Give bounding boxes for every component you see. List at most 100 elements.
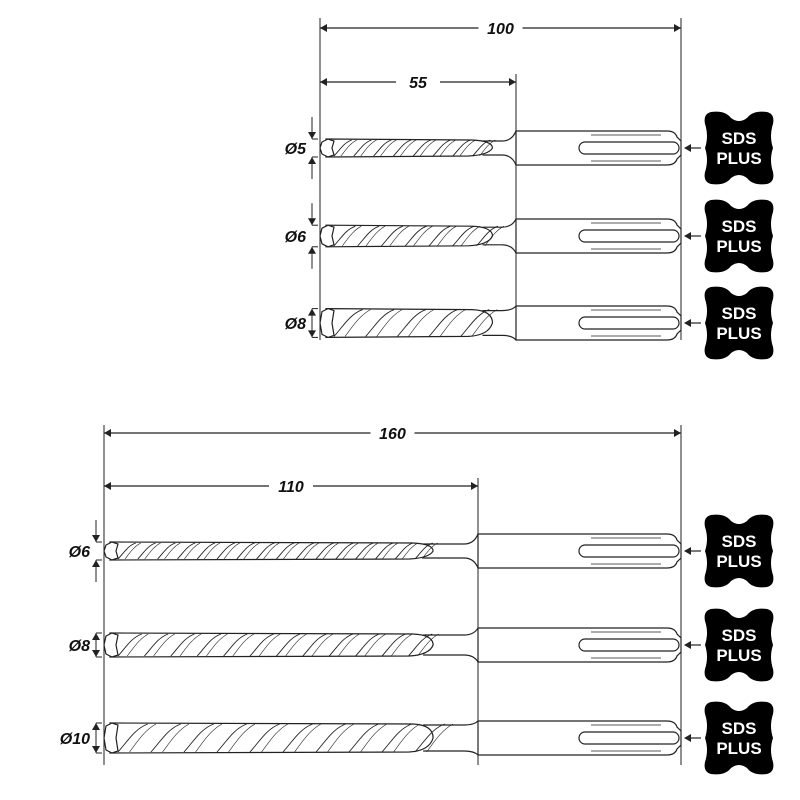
flute-spiral <box>129 723 157 753</box>
flute-spiral <box>153 633 175 657</box>
diameter-label: Ø8 <box>285 316 306 333</box>
flute-spiral <box>283 542 300 560</box>
dimension-label: 110 <box>278 479 304 496</box>
diameter-label: Ø8 <box>69 638 90 655</box>
carbide-tip <box>103 632 119 658</box>
sds-plus-badge-shape <box>704 608 774 682</box>
flute-spiral <box>376 309 403 337</box>
drill-flute <box>325 307 494 339</box>
flute-spiral <box>285 633 307 657</box>
flute-spiral <box>365 225 386 246</box>
arrowhead <box>684 641 691 649</box>
drill-neck <box>482 305 517 341</box>
diameter-label: Ø10 <box>60 731 90 748</box>
arrowhead <box>320 24 327 32</box>
drill-flute <box>109 541 434 561</box>
carbide-tip <box>319 224 335 248</box>
flute-spiral <box>421 542 438 560</box>
flute-spiral <box>419 139 437 157</box>
flute-spiral <box>311 633 334 657</box>
arrowhead <box>308 132 316 139</box>
flute-spiral <box>328 633 354 657</box>
flute-spiral <box>452 225 475 247</box>
flute-spiral <box>397 309 427 337</box>
arrowhead <box>92 633 100 640</box>
flute-spiral <box>335 542 354 560</box>
flute-spiral <box>381 633 406 657</box>
flute-spiral <box>223 542 240 560</box>
flute-spiral <box>439 139 456 157</box>
arrowhead <box>509 78 516 86</box>
flute-spiral <box>413 225 433 246</box>
flute-spiral <box>183 723 214 753</box>
flute-spiral <box>389 225 409 246</box>
shank-slot <box>578 638 680 652</box>
arrowhead <box>684 734 691 742</box>
drill-neck <box>423 720 479 756</box>
flute-spiral <box>360 139 377 157</box>
arrowhead <box>104 482 111 490</box>
flute-spiral <box>333 225 356 247</box>
badge-text-sds: SDS <box>722 719 757 738</box>
flute-spiral <box>302 633 327 657</box>
flute-spiral <box>364 633 387 657</box>
flute-spiral <box>432 139 451 157</box>
flute-spiral <box>333 139 352 157</box>
flute-spiral <box>259 633 281 657</box>
arrowhead <box>684 232 691 240</box>
drill-neck <box>423 533 479 569</box>
flute-spiral <box>206 633 228 657</box>
flute-spiral <box>333 309 363 337</box>
badge-text-sds: SDS <box>722 217 757 236</box>
badge-text-sds: SDS <box>722 304 757 323</box>
flute-spiral <box>294 723 322 753</box>
flute-spiral <box>452 139 471 157</box>
arrowhead <box>308 330 316 338</box>
arrowhead <box>92 560 100 567</box>
flute-spiral <box>393 723 421 753</box>
flute-spiral <box>157 542 176 560</box>
working-length-dimension: 55 <box>320 75 516 92</box>
shank-slot <box>578 316 680 330</box>
carbide-tip <box>319 307 335 339</box>
flute-spiral <box>428 225 451 247</box>
flute-spiral <box>315 723 346 753</box>
arrowhead <box>684 144 691 152</box>
flute-spiral <box>263 542 280 560</box>
flute-spiral <box>342 542 359 560</box>
flute-spiral <box>276 633 301 657</box>
flute-spiral <box>355 542 374 560</box>
flute-spiral <box>471 309 498 337</box>
flute-spiral <box>381 225 404 247</box>
flute-spiral <box>428 309 458 337</box>
drill-flute <box>109 632 434 658</box>
total-length-dimension: 100 <box>320 21 681 38</box>
shank-slot <box>578 229 680 243</box>
flute-spiral <box>460 225 481 246</box>
flute-spiral <box>144 633 169 657</box>
badge-text-plus: PLUS <box>716 552 761 571</box>
flute-spiral <box>344 309 371 337</box>
sds-plus-badge-shape <box>704 199 774 273</box>
diameter-label: Ø5 <box>285 141 307 158</box>
arrowhead <box>92 650 100 657</box>
flute-spiral <box>249 633 274 657</box>
flute-spiral <box>476 225 499 247</box>
flute-spiral <box>479 139 496 157</box>
flute-spiral <box>170 633 195 657</box>
arrowhead <box>471 482 478 490</box>
arrowhead <box>104 429 111 437</box>
flute-spiral <box>357 225 380 247</box>
flute-spiral <box>216 723 247 753</box>
sds-plus-badge-shape <box>704 286 774 360</box>
flute-spiral <box>360 723 388 753</box>
dimension-label: 55 <box>409 75 428 92</box>
